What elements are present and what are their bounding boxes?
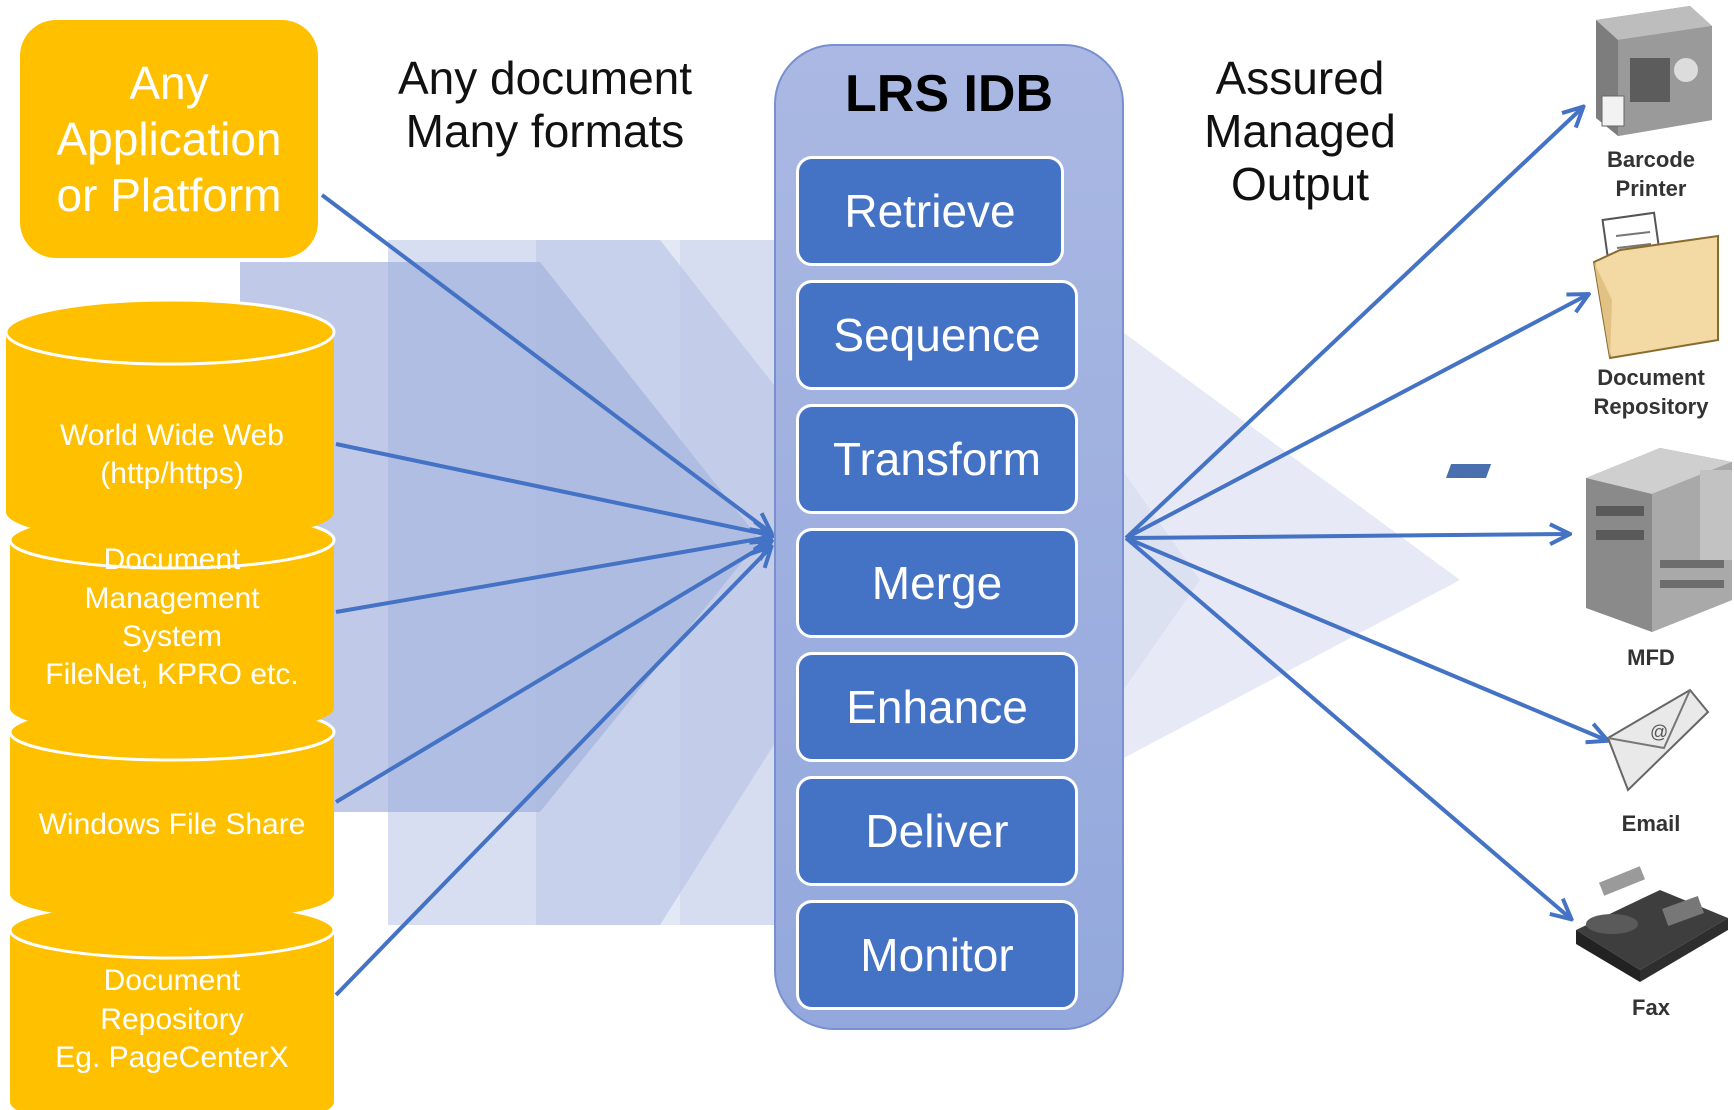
- output-caption: Assured Managed Output: [1170, 52, 1430, 211]
- app-box-line: or Platform: [56, 169, 282, 222]
- step-monitor: Monitor: [796, 900, 1078, 1010]
- input-caption-line: Any document: [397, 52, 693, 104]
- fade-band-2: [388, 240, 900, 925]
- step-sequence: Sequence: [796, 280, 1078, 390]
- fade-band-5: [1120, 330, 1460, 760]
- source-label: Document: [103, 543, 241, 577]
- source-label: FileNet, KPRO etc.: [45, 658, 299, 692]
- arrow-idb-to-email: [1125, 536, 1606, 740]
- step-enhance: Enhance: [796, 652, 1078, 762]
- device-label-barcode-printer: Barcode Printer: [1561, 146, 1734, 203]
- idb-title: LRS IDB: [845, 65, 1053, 123]
- application-platform-box: Any Application or Platform: [20, 20, 318, 258]
- arrow-web-to-idb: [335, 442, 770, 535]
- source-windows-file-share: Windows File Share: [10, 790, 334, 860]
- device-label-line: Repository: [1593, 393, 1709, 419]
- fax-icon: [1576, 866, 1728, 982]
- input-caption: Any document Many formats: [370, 52, 720, 158]
- arrow-app-to-idb: [320, 193, 770, 532]
- step-retrieve: Retrieve: [796, 156, 1064, 266]
- output-caption-line: Managed: [1204, 104, 1396, 157]
- mfd-icon: [1446, 448, 1732, 632]
- source-label: System: [121, 620, 223, 653]
- svg-text:@: @: [1650, 722, 1668, 742]
- source-label: Document: [103, 964, 241, 998]
- device-label-fax: Fax: [1561, 994, 1734, 1023]
- device-label-mfd: MFD: [1561, 644, 1734, 673]
- source-document-repository: Document Repository Eg. PageCenterX: [10, 960, 334, 1080]
- step-merge: Merge: [796, 528, 1078, 638]
- arrow-repository-to-idb: [334, 548, 770, 997]
- output-caption-line: Assured: [1215, 52, 1385, 104]
- source-document-management: Document Management System FileNet, KPRO…: [10, 540, 334, 696]
- app-box-line: Any: [129, 56, 209, 109]
- arrow-idb-to-fax: [1124, 536, 1570, 918]
- fade-band-1: [240, 262, 760, 812]
- device-label-line: Fax: [1632, 995, 1670, 1020]
- cylinder-document-repository: [8, 900, 336, 1110]
- device-label-line: Printer: [1615, 175, 1687, 201]
- device-label-document-repository: Document Repository: [1561, 364, 1734, 421]
- source-label: Repository: [100, 1002, 244, 1036]
- arrow-idb-to-mfd: [1125, 534, 1568, 538]
- arrow-idb-to-repository: [1125, 295, 1587, 540]
- step-deliver: Deliver: [796, 776, 1078, 886]
- arrow-idb-to-barcode: [1124, 108, 1582, 540]
- output-caption-line: Output: [1230, 157, 1370, 210]
- arrow-fileshare-to-idb: [334, 542, 770, 804]
- device-label-line: Barcode: [1606, 147, 1696, 172]
- device-label-email: Email: [1561, 810, 1734, 839]
- device-label-line: MFD: [1627, 645, 1675, 670]
- device-label-line: Document: [1597, 365, 1705, 390]
- cylinder-world-wide-web: [4, 298, 336, 542]
- source-label: Eg. PageCenterX: [55, 1041, 289, 1075]
- source-world-wide-web: World Wide Web (http/https): [10, 400, 334, 510]
- input-caption-line: Many formats: [405, 104, 685, 157]
- document-repository-icon: [1592, 211, 1719, 360]
- source-label: Management: [84, 581, 260, 615]
- barcode-printer-icon: [1596, 6, 1712, 136]
- email-icon: @: [1606, 688, 1710, 792]
- step-transform: Transform: [796, 404, 1078, 514]
- source-label: (http/https): [100, 457, 244, 490]
- device-label-line: Email: [1621, 811, 1681, 836]
- arrow-dms-to-idb: [335, 537, 770, 614]
- source-label: Windows File Share: [38, 807, 306, 841]
- source-label: World Wide Web: [60, 418, 284, 452]
- app-box-line: Application: [56, 112, 282, 165]
